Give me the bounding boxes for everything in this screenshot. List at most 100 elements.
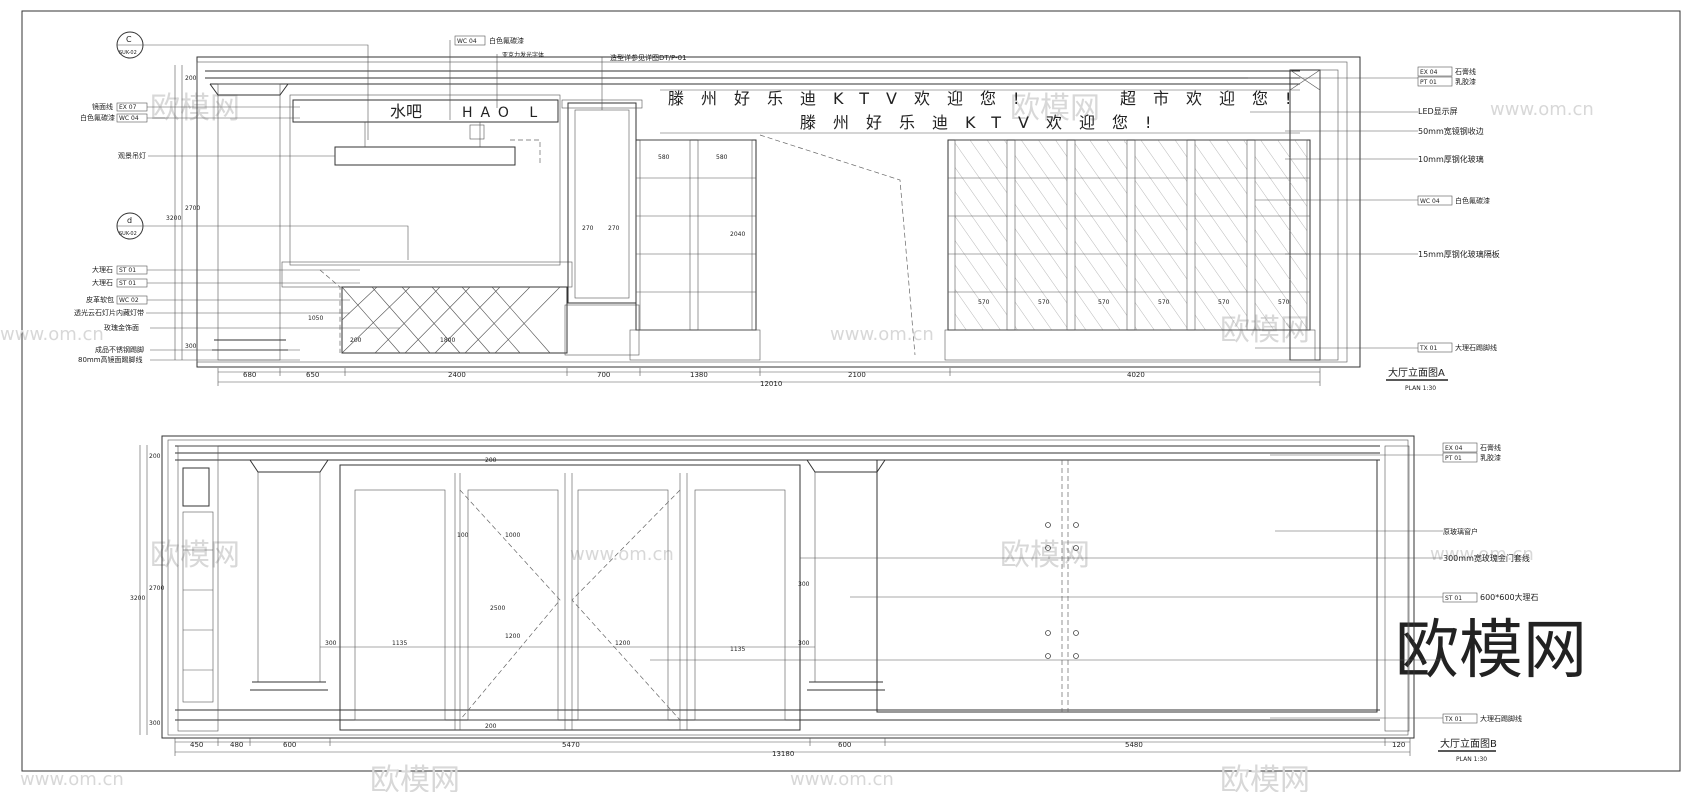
led-sign-upper: 滕州好乐迪KTV欢迎您! <box>668 89 1036 108</box>
svg-text:570: 570 <box>978 299 990 306</box>
svg-text:580: 580 <box>716 154 728 161</box>
pendant-light <box>334 146 516 166</box>
svg-text:200: 200 <box>485 723 497 730</box>
svg-text:450: 450 <box>190 741 203 749</box>
svg-text:100: 100 <box>457 532 469 539</box>
svg-text:2700: 2700 <box>185 205 200 212</box>
svg-text:大理石: 大理石 <box>92 265 113 274</box>
svg-text:1000: 1000 <box>505 532 520 539</box>
svg-text:200: 200 <box>149 453 161 460</box>
svg-text:玫瑰金饰面: 玫瑰金饰面 <box>104 323 139 332</box>
svg-text:LED显示屏: LED显示屏 <box>1418 107 1458 116</box>
svg-text:1380: 1380 <box>690 371 708 379</box>
svg-text:600: 600 <box>838 741 851 749</box>
svg-text:12010: 12010 <box>760 380 782 388</box>
glass-shelf-left <box>629 139 761 361</box>
svg-text:650: 650 <box>306 371 319 379</box>
svg-text:570: 570 <box>1098 299 1110 306</box>
svg-text:大厅立面图B: 大厅立面图B <box>1440 737 1497 750</box>
svg-text:乳胶漆: 乳胶漆 <box>1455 77 1476 86</box>
led-sign-supermarket: 超市欢迎您! <box>1120 89 1308 108</box>
watermark-logo-large: 欧模网 <box>1395 614 1587 688</box>
svg-text:200: 200 <box>485 457 497 464</box>
svg-text:ST 01: ST 01 <box>1445 595 1462 602</box>
watermark-site: www.om.cn <box>20 769 124 790</box>
svg-text:大理石踢脚线: 大理石踢脚线 <box>1455 343 1497 352</box>
watermark-site: www.om.cn <box>790 769 894 790</box>
svg-text:大理石踢脚线: 大理石踢脚线 <box>1480 714 1522 723</box>
door-group <box>339 464 801 731</box>
svg-text:PT 01: PT 01 <box>1420 79 1437 86</box>
svg-text:1200: 1200 <box>615 640 630 647</box>
svg-text:乳胶漆: 乳胶漆 <box>1480 453 1501 462</box>
svg-text:C: C <box>126 35 132 44</box>
svg-text:WC 02: WC 02 <box>119 297 139 304</box>
svg-text:2400: 2400 <box>448 371 466 379</box>
elevation-a: 水吧 HAO L <box>74 31 1500 392</box>
watermark-site: www.om.cn <box>0 324 104 345</box>
svg-text:镜面线: 镜面线 <box>92 102 113 111</box>
svg-text:200: 200 <box>185 75 197 82</box>
watermark-logo: 欧模网 <box>1010 91 1100 126</box>
svg-text:200: 200 <box>350 337 362 344</box>
svg-text:120: 120 <box>1392 741 1405 749</box>
svg-text:WC 04: WC 04 <box>457 38 477 45</box>
svg-text:大厅立面图A: 大厅立面图A <box>1388 366 1445 379</box>
svg-text:13180: 13180 <box>772 750 794 758</box>
svg-text:石膏线: 石膏线 <box>1480 443 1501 452</box>
svg-text:造型详参见详图DT/P-01: 造型详参见详图DT/P-01 <box>610 53 687 62</box>
svg-text:EX 04: EX 04 <box>1420 69 1438 76</box>
svg-text:SUK-02: SUK-02 <box>119 231 137 237</box>
svg-text:亚克力发光字体: 亚克力发光字体 <box>502 51 544 59</box>
svg-text:大理石: 大理石 <box>92 278 113 287</box>
elevation-b-right-labels: EX 04 石膏线 PT 01 乳胶漆 原玻璃窗户 300mm宽玫瑰金门套线 S… <box>650 442 1539 724</box>
svg-text:白色氟碳漆: 白色氟碳漆 <box>80 113 115 122</box>
svg-text:石膏线: 石膏线 <box>1455 67 1476 76</box>
svg-text:PT 01: PT 01 <box>1445 455 1462 462</box>
svg-text:15mm厚钢化玻璃隔板: 15mm厚钢化玻璃隔板 <box>1418 249 1500 259</box>
svg-text:EX 07: EX 07 <box>119 104 137 111</box>
svg-text:TX 01: TX 01 <box>1444 716 1463 723</box>
svg-text:白色氟碳漆: 白色氟碳漆 <box>1455 196 1490 205</box>
svg-text:EX 04: EX 04 <box>1445 445 1463 452</box>
svg-text:WC 04: WC 04 <box>119 115 139 122</box>
svg-text:300mm宽玫瑰金门套线: 300mm宽玫瑰金门套线 <box>1443 553 1530 563</box>
svg-text:580: 580 <box>658 154 670 161</box>
watermark-logo: 欧模网 <box>1000 538 1090 573</box>
svg-text:观景吊灯: 观景吊灯 <box>118 151 146 160</box>
svg-text:300: 300 <box>798 581 810 588</box>
svg-text:300: 300 <box>798 640 810 647</box>
svg-text:570: 570 <box>1218 299 1230 306</box>
watermark-logo: 欧模网 <box>370 763 460 792</box>
elevation-b-outline <box>161 435 1415 739</box>
svg-text:ST 01: ST 01 <box>119 280 136 287</box>
bar-sign-text: 水吧 <box>390 102 422 121</box>
elevation-a-dimensions: 680 650 2400 700 1380 2100 4020 12010 20… <box>166 65 1321 388</box>
watermark-site: www.om.cn <box>1430 544 1534 565</box>
svg-text:ST 01: ST 01 <box>119 267 136 274</box>
svg-text:原玻璃窗户: 原玻璃窗户 <box>1443 527 1478 536</box>
watermark-layer: 欧模网 欧模网 www.om.cn www.om.cn 欧模网 www.om.c… <box>0 91 1594 792</box>
svg-text:SUK-02: SUK-02 <box>119 50 137 56</box>
svg-text:TX 01: TX 01 <box>1419 345 1438 352</box>
svg-text:1135: 1135 <box>392 640 407 647</box>
svg-text:600*600大理石: 600*600大理石 <box>1480 592 1539 602</box>
glass-window <box>876 459 1378 713</box>
svg-text:PLAN 1:30: PLAN 1:30 <box>1456 756 1487 763</box>
watermark-site: www.om.cn <box>570 544 674 565</box>
section-marker-c: C SUK-02 <box>116 31 369 140</box>
svg-text:WC 04: WC 04 <box>1420 198 1440 205</box>
svg-text:480: 480 <box>230 741 243 749</box>
svg-text:300: 300 <box>185 343 197 350</box>
watermark-logo: 欧模网 <box>150 538 240 573</box>
svg-text:d: d <box>127 216 132 225</box>
svg-text:2040: 2040 <box>730 231 745 238</box>
svg-text:270: 270 <box>582 225 594 232</box>
svg-text:10mm厚钢化玻璃: 10mm厚钢化玻璃 <box>1418 154 1484 164</box>
svg-text:700: 700 <box>597 371 610 379</box>
svg-text:白色氟碳漆: 白色氟碳漆 <box>489 36 524 45</box>
svg-text:3200: 3200 <box>130 595 145 602</box>
svg-text:300: 300 <box>149 720 161 727</box>
elevation-a-right-labels: EX 04 石膏线 PT 01 乳胶漆 LED显示屏 50mm宽镜钢收边 10m… <box>1248 66 1500 353</box>
